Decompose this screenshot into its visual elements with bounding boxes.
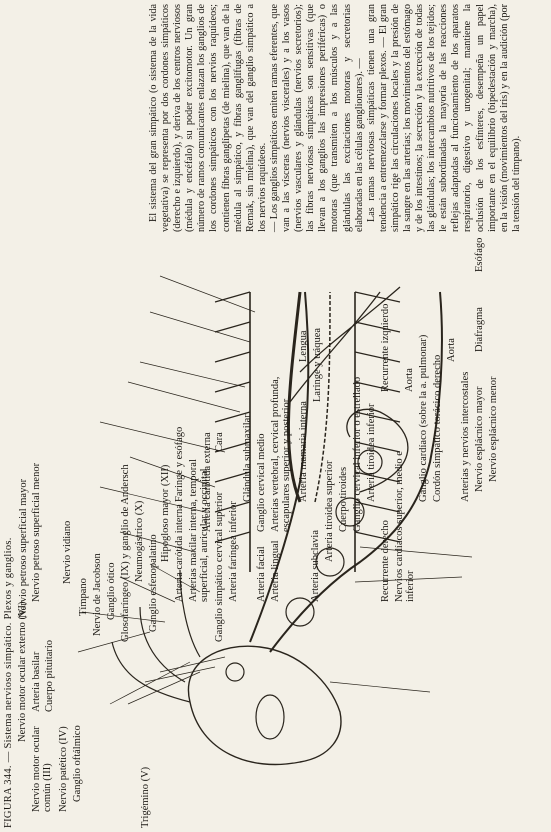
label-petroso-menor: Nervio petroso superficial menor (31, 463, 42, 602)
label-recurrente-derecho: Recurrente derecho (380, 520, 391, 602)
label-patetico: Nervio patético (IV) (58, 726, 69, 812)
label-subclavia: Arteria subclavia (310, 530, 321, 602)
label-mamaria: Arteria mamaria interna (298, 401, 309, 502)
label-ganglio-oftalmico: Ganglio oftálmico (72, 725, 83, 802)
label-esfenopalatino: Ganglio esfenopalatino (148, 534, 159, 632)
label-arteria-basilar: Arteria basilar (31, 652, 42, 712)
label-cardiaco-ganglio: Ganglio cardíaco (sobre la a. pulmonar) (418, 335, 429, 502)
label-faringe-esofago: Faringe y esófago (174, 427, 185, 502)
label-intercostales: Arterias y nervios intercostales (460, 372, 471, 502)
label-submaxilar: Glándula submaxilar (242, 414, 253, 502)
label-timpano: Tímpano (78, 578, 89, 616)
label-tiroidea-superior: Arteria tiroidea superior (324, 461, 335, 562)
label-esplacnico-mayor: Nervio esplácnico mayor (474, 386, 485, 492)
label-petroso-mayor: Nervio petroso superficial mayor (18, 479, 29, 618)
label-laringe: Laringe y tráquea (312, 328, 323, 402)
label-cardiacos: Nervios cardíacos superior, medio e infe… (394, 442, 416, 602)
label-vidiano: Nervio vidiano (62, 521, 73, 584)
label-carotida-interna: Arteria carótida interna (174, 504, 185, 602)
label-hipogloso: Hipogloso mayor (XII) (160, 465, 171, 562)
label-esofago: Esófago (474, 238, 485, 272)
label-cervical-inferior: Ganglio cervical inferior o estrellado (352, 377, 363, 532)
label-aorta-2: Aorta (446, 338, 457, 362)
label-jacobson: Nervio de Jacobson (92, 553, 103, 636)
label-aorta-1: Aorta (404, 368, 415, 392)
label-vertebral: Arterias vertebral, cervical profunda, e… (270, 332, 292, 532)
paragraph-2: — Los ganglios simpáticos emiten ramas e… (269, 4, 366, 232)
label-cervical-medio: Ganglio cervical medio (256, 433, 267, 532)
paragraph-3: Las ramas nerviosas simpáticas tienen un… (366, 4, 523, 232)
label-cordon: Cordón simpático torácico derecho (432, 355, 443, 502)
ganglion-oval (256, 695, 284, 739)
label-cervical-superior: Ganglio simpático cervical superior (214, 492, 225, 642)
label-otico: Ganglio ótico (106, 563, 117, 620)
label-faringea-inferior: Arteria faríngea inferior (228, 501, 239, 602)
label-esplacnico-menor: Nervio esplácnico menor (488, 376, 499, 482)
label-tiroides: Cuerpo tiroides (338, 467, 349, 532)
label-lingual: Arteria lingual (270, 540, 281, 602)
label-motor-ocular-comun: Nervio motor ocular común (III) (31, 712, 53, 812)
label-cuerpo-pituitario: Cuerpo pituitario (44, 640, 55, 712)
label-trigemino: Trigémino (V) (140, 767, 151, 828)
skull-base-sketch (188, 646, 341, 764)
label-lengua: Lengua (298, 331, 309, 363)
eye-circle (226, 663, 244, 681)
label-recurrente-izquierdo: Recurrente izquierdo (380, 304, 391, 392)
label-facial: Arteria facial (256, 546, 267, 602)
ganglion-cervical-superior (286, 598, 314, 626)
paragraph-1: El sistema del gran simpático (o sistema… (148, 4, 269, 232)
label-tiroidea-inferior: Arteria tiroidea inferior (366, 403, 377, 502)
description-text: El sistema del gran simpático (o sistema… (148, 4, 523, 232)
label-carotida-externa: Arteria carótida externa (202, 432, 213, 532)
label-cara: Cara (214, 432, 225, 452)
label-glosofaringeo: Glosofaríngeo (IX) y ganglio de Andersch (120, 464, 131, 642)
label-diafragma: Diafragma (474, 307, 485, 352)
label-motor-ocular-externo: Nervio motor ocular externo (VI) (17, 622, 28, 742)
label-neumogastrico: Neumogástrico (X) (134, 501, 145, 582)
